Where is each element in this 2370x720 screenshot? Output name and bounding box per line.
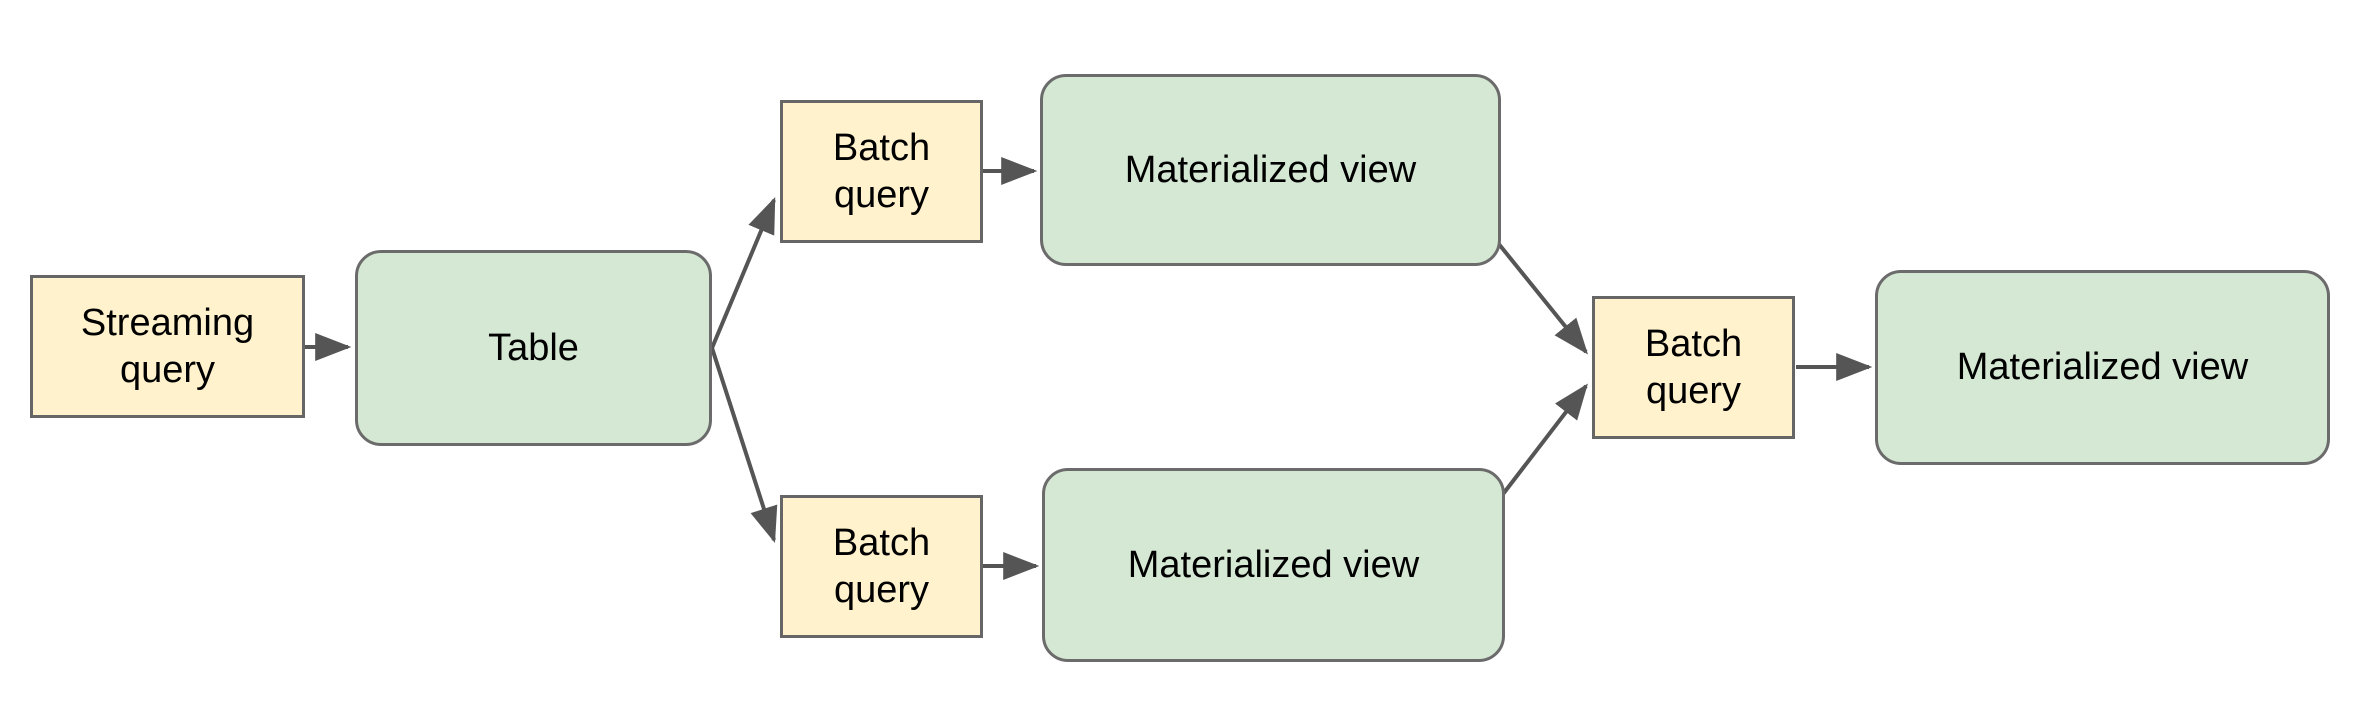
node-materialized-view-right-label: Materialized view (1956, 346, 2249, 389)
edge-table-to-batch-query-top (710, 197, 776, 349)
node-materialized-view-bottom-label: Materialized view (1127, 543, 1420, 586)
node-materialized-view-bottom[interactable]: Materialized view (1042, 468, 1505, 662)
edge-materialized-view-top-to-batch-query-center (1496, 241, 1589, 355)
node-materialized-view-top[interactable]: Materialized view (1040, 74, 1501, 266)
node-batch-query-center-label: Batch query (1644, 323, 1743, 412)
node-batch-query-top[interactable]: Batch query (780, 100, 983, 243)
node-batch-query-bottom-label: Batch query (832, 522, 931, 611)
node-table[interactable]: Table (355, 250, 712, 446)
edge-materialized-view-bottom-to-batch-query-center (1498, 383, 1588, 500)
node-batch-query-bottom[interactable]: Batch query (780, 495, 983, 638)
node-materialized-view-top-label: Materialized view (1124, 148, 1417, 191)
node-streaming-query-label: Streaming query (80, 302, 255, 391)
node-batch-query-top-label: Batch query (832, 127, 931, 216)
node-batch-query-center[interactable]: Batch query (1592, 296, 1795, 439)
node-streaming-query[interactable]: Streaming query (30, 275, 305, 418)
node-materialized-view-right[interactable]: Materialized view (1875, 270, 2330, 465)
node-table-label: Table (488, 326, 579, 369)
edge-table-to-batch-query-bottom (710, 347, 778, 544)
